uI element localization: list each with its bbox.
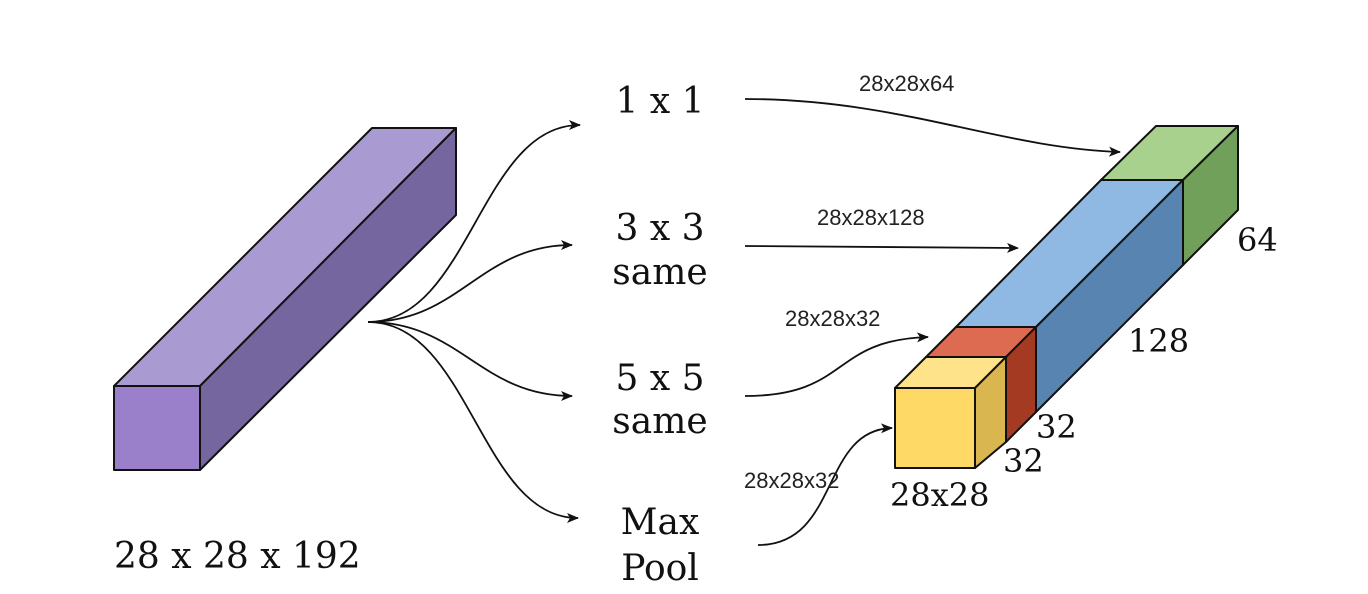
op-1x1-label: 1 x 1: [616, 81, 705, 122]
depth-label-64: 64: [1237, 221, 1278, 259]
op-maxpool-label: Max: [621, 502, 700, 543]
op-5x5-padding-label: same: [612, 401, 707, 442]
op-3x3-padding-label: same: [612, 252, 707, 293]
output-size-3x3: 28x28x128: [817, 205, 925, 230]
input-block-front-face: [113, 385, 201, 471]
operation-labels: 1 x 1 3 x 3 same 5 x 5 same Max Pool: [612, 81, 707, 589]
arrow-to-3x3: [367, 240, 573, 323]
output-segment-3x3: [955, 179, 1184, 413]
output-segment-maxpool-front: [894, 387, 976, 469]
op-3x3-label: 3 x 3: [616, 208, 705, 249]
arrow-to-5x5: [367, 321, 573, 401]
output-size-1x1: 28x28x64: [859, 71, 954, 96]
output-size-maxpool: 28x28x32: [744, 468, 839, 493]
op-5x5-label: 5 x 5: [616, 358, 705, 399]
face-label-28x28: 28x28: [890, 476, 989, 514]
output-segment-maxpool: [894, 356, 1007, 469]
arrow-maxpool-output: [757, 423, 893, 546]
output-size-labels: 28x28x64 28x28x128 28x28x32 28x28x32: [744, 71, 954, 493]
input-block: [113, 127, 457, 471]
depth-label-32-5x5: 32: [1036, 408, 1077, 446]
arrow-3x3-output: [744, 242, 1019, 253]
output-block: [894, 125, 1239, 469]
depth-label-128: 128: [1128, 322, 1189, 360]
arrow-to-1x1: [367, 120, 581, 323]
arrow-to-maxpool: [367, 321, 579, 523]
output-dimension-labels: 64 128 32 32 28x28: [890, 221, 1278, 514]
arrow-1x1-output: [744, 98, 1121, 157]
output-segment-5x5: [925, 326, 1037, 443]
arrow-5x5-output: [744, 332, 929, 397]
input-block-label: 28 x 28 x 192: [114, 536, 361, 577]
depth-label-32-maxpool: 32: [1003, 442, 1044, 480]
op-maxpool-label-line2: Pool: [621, 548, 699, 589]
output-size-5x5: 28x28x32: [785, 306, 880, 331]
branch-arrows: [367, 120, 581, 523]
output-arrows: [744, 98, 1121, 546]
